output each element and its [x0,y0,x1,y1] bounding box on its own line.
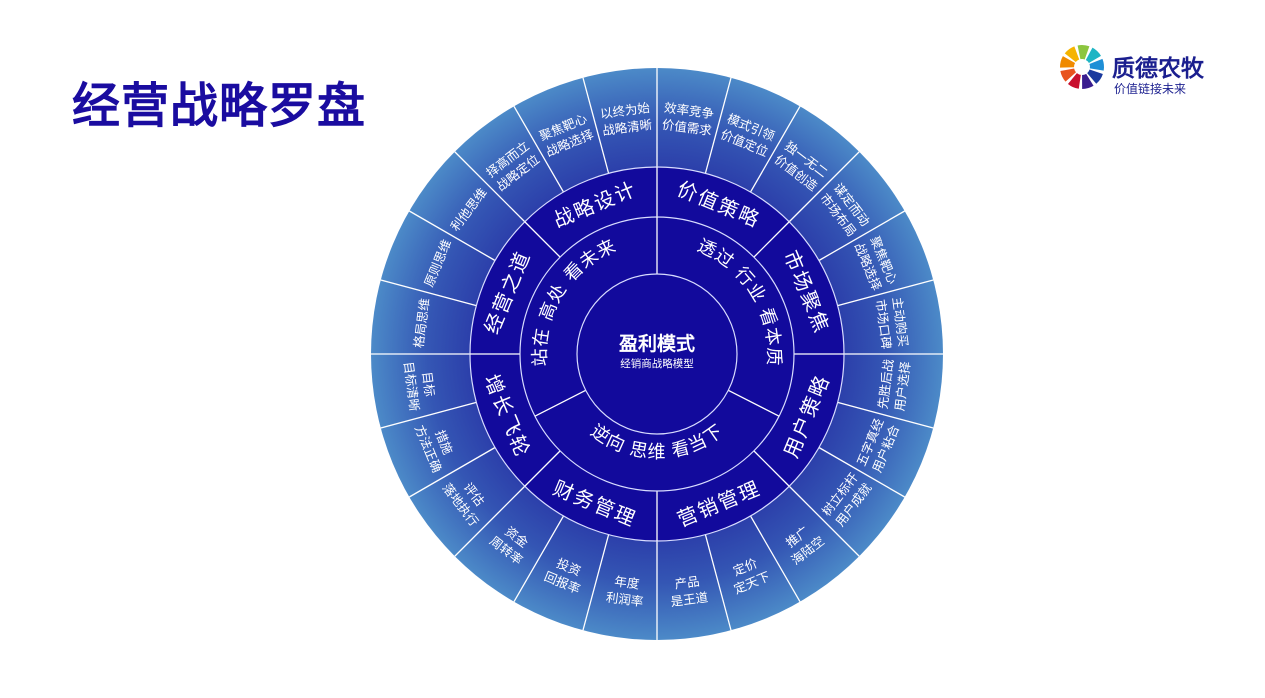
logo-slogan: 价值链接未来 [1114,82,1187,96]
outer-segment-line1: 以终为始 [599,100,651,121]
outer-segment-line1: 先胜后战 [875,358,896,410]
outer-segment-line2: 价值需求 [661,117,713,138]
logo-pinwheel-icon [1060,45,1104,89]
outer-segment-line1: 效率竞争 [663,100,715,121]
outer-segment-line1: 格局思维 [411,297,432,349]
outer-segment-line1: 目标 [419,371,437,398]
outer-segment-line2: 利润率 [605,589,644,609]
page-title: 经营战略罗盘 [72,78,367,134]
outer-segment-line2: 用户选择 [892,360,913,412]
outer-segment-line1: 产品 [674,573,701,591]
outer-segment-line2: 目标清晰 [401,361,422,413]
outer-segment: 原则思维 [421,237,454,289]
center-title: 盈利模式 [618,332,695,355]
outer-segment-line1: 主动购买 [890,296,911,348]
center-subtitle: 经销商战略模型 [620,357,694,370]
outer-segment-line2: 战略清晰 [601,117,653,138]
logo-name: 质德农牧 [1112,56,1204,82]
outer-segment-line1: 年度 [614,573,641,591]
company-logo: 质德农牧 价值链接未来 [1058,42,1228,102]
outer-segment: 利他思维 [447,185,489,234]
center-hub: 盈利模式 经销商战略模型 [576,273,738,435]
outer-segment-line2: 是王道 [670,589,710,609]
outer-segment: 格局思维 [411,297,432,349]
outer-segment-line2: 市场口碑 [873,298,894,350]
